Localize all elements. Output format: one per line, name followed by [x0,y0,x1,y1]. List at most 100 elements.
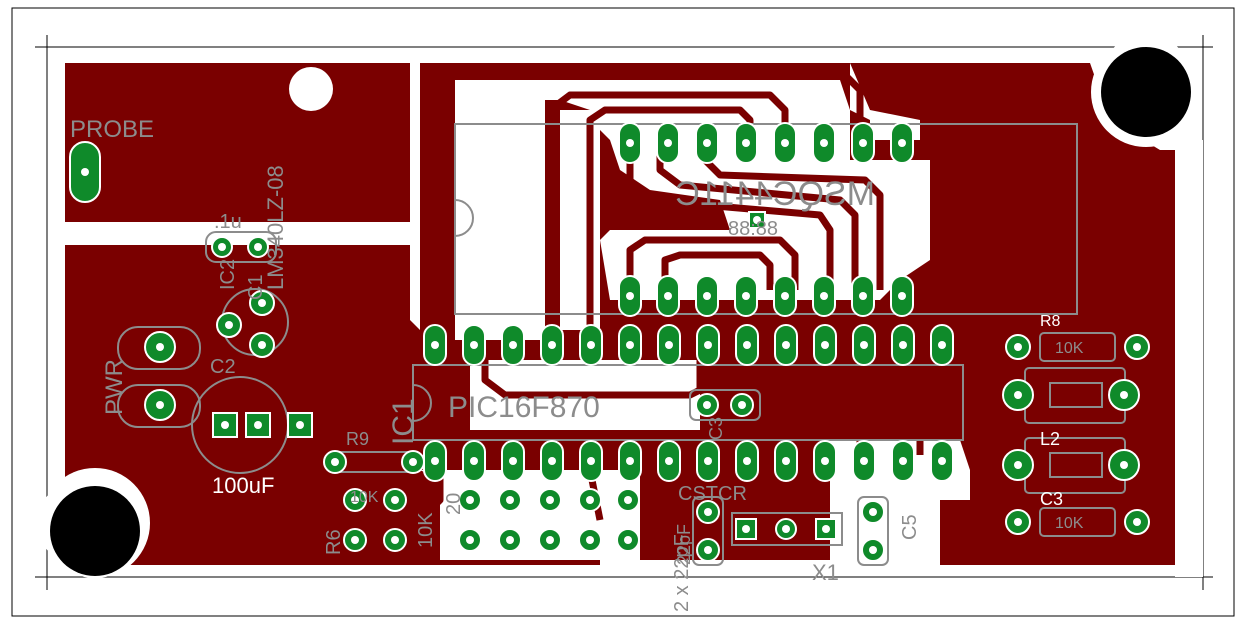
drill [81,168,89,176]
c2-pad [212,412,238,438]
drill [351,536,359,544]
drill [509,341,517,349]
drill [704,457,712,465]
drill [898,139,906,147]
drill [586,496,594,504]
drill [296,421,304,429]
drill [546,536,554,544]
drill [869,546,877,554]
label-crystal-2x: 2 x 22pF [671,534,693,612]
drill [509,457,517,465]
drill [859,139,867,147]
label-r-bottom-right-name: C3 [1040,489,1063,509]
label-r6-value: 10K [415,512,437,548]
drill [743,341,751,349]
label-c3: C3 [706,417,726,440]
label-c-01u: .1u [214,211,242,233]
label-x1-part: CSTCR [678,483,747,505]
label-mcu: PIC16F870 [448,391,600,424]
drill [938,341,946,349]
drill [470,457,478,465]
label-probe: PROBE [70,116,154,143]
drill [704,546,712,554]
drill [703,139,711,147]
drill [587,341,595,349]
mounting-hole-top-right [1101,47,1191,137]
mounting-hole-bottom-left [50,486,140,576]
drill [822,525,830,533]
drill [391,536,399,544]
drill [391,496,399,504]
drill [351,496,359,504]
drill [156,343,164,351]
drill [860,341,868,349]
drill [781,139,789,147]
label-c2: C2 [210,356,236,378]
drill [258,341,266,349]
drill [409,458,417,466]
drill [782,457,790,465]
drill [1014,391,1022,399]
label-display: MSQC4411C [675,175,875,213]
drill [742,525,750,533]
drill [1120,461,1128,469]
drill [548,341,556,349]
drill [626,457,634,465]
drill [899,457,907,465]
drill [753,216,761,224]
drill [331,458,339,466]
drill [781,292,789,300]
label-r-10k-mid: 10K [350,489,379,506]
label-c2-value: 100uF [212,473,274,498]
drill [1133,518,1141,526]
drill [225,321,233,329]
drill [821,341,829,349]
drill [548,457,556,465]
label-r6: R6 [323,529,345,555]
drill [470,341,478,349]
drill [821,457,829,465]
drill [626,139,634,147]
drill [820,292,828,300]
drill [258,299,266,307]
drill [506,496,514,504]
drill [466,536,474,544]
drill [626,341,634,349]
label-pwr: PWR [101,359,128,415]
label-ic-reg: LM340LZ-08 [263,165,288,290]
drill [466,496,474,504]
label-ic2: IC2 [217,259,239,290]
drill [899,341,907,349]
drill [869,508,877,516]
drill [664,139,672,147]
label-ic1: IC1 [387,398,420,445]
drill [1014,461,1022,469]
drill [742,292,750,300]
label-c5: C5 [899,514,921,540]
label-r9: R9 [346,429,369,449]
drill [738,401,746,409]
drill [704,341,712,349]
drill [624,536,632,544]
drill [254,421,262,429]
drill [1120,391,1128,399]
drill [506,536,514,544]
drill [703,401,711,409]
label-r20: 20 [443,493,465,515]
label-l2: L2 [1040,429,1060,449]
drill [742,139,750,147]
drill [254,243,262,251]
drill [664,292,672,300]
drill [156,401,164,409]
drill [743,457,751,465]
drill [1133,343,1141,351]
drill [431,341,439,349]
drill [626,292,634,300]
pads [69,122,1150,562]
drill [820,139,828,147]
drill [665,341,673,349]
drill [546,496,554,504]
drill [624,496,632,504]
page-frame [11,7,1235,617]
drill [587,457,595,465]
